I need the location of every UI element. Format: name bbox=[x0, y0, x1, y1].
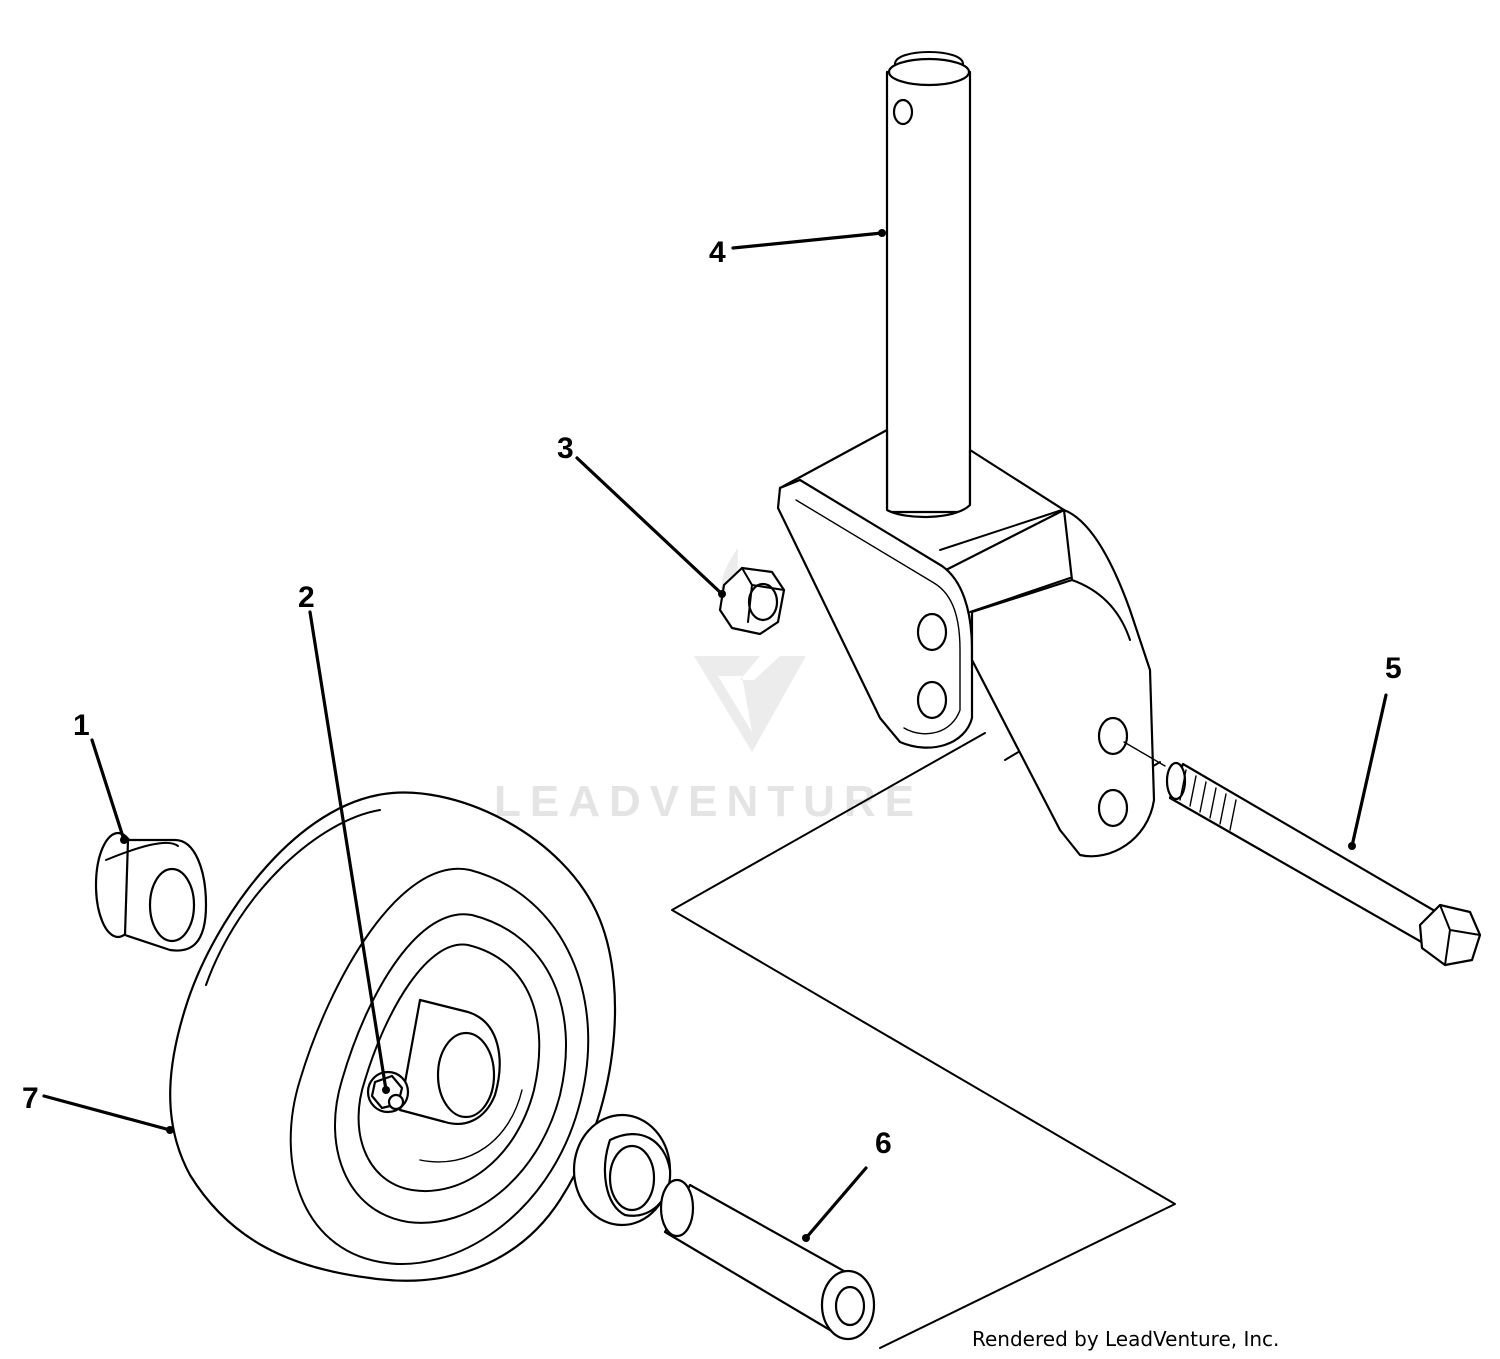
watermark-text: LEADVENTURE bbox=[494, 777, 923, 826]
fork-right-hole-upper bbox=[1097, 716, 1129, 756]
callout-labels: 1 2 3 4 5 6 7 bbox=[22, 236, 1402, 1160]
fork-top-plate bbox=[778, 428, 1066, 575]
fork-right-plate bbox=[970, 508, 1156, 858]
spindle-top bbox=[887, 57, 971, 87]
hub-bore bbox=[436, 1031, 496, 1119]
tire-sidewall bbox=[289, 867, 590, 1265]
rim-outer bbox=[334, 913, 567, 1224]
wheel-assembly bbox=[169, 791, 617, 1282]
callout-5: 5 bbox=[1385, 652, 1402, 685]
tire-outer bbox=[169, 791, 617, 1282]
leader-lines bbox=[42, 229, 1388, 1242]
callout-1: 1 bbox=[73, 709, 90, 742]
rim-inner bbox=[357, 943, 541, 1193]
bolt-threads bbox=[1179, 769, 1237, 831]
callout-6: 6 bbox=[875, 1127, 892, 1160]
spacer-tube bbox=[659, 1178, 876, 1341]
callout-4: 4 bbox=[709, 236, 726, 269]
hex-bolt bbox=[1165, 761, 1482, 967]
leader-4 bbox=[731, 231, 884, 250]
leader-7 bbox=[42, 1094, 172, 1132]
callout-3: 3 bbox=[557, 432, 574, 465]
leader-3 bbox=[575, 456, 724, 596]
callout-2: 2 bbox=[298, 581, 315, 614]
spindle-pin-hole bbox=[892, 98, 914, 126]
fork-spindle bbox=[885, 70, 972, 514]
caster-fork bbox=[776, 51, 1166, 858]
leader-1 bbox=[90, 738, 126, 842]
callout-7: 7 bbox=[22, 1082, 39, 1115]
leader-5 bbox=[1350, 693, 1388, 848]
bolt-shank bbox=[1168, 762, 1442, 946]
leader-2 bbox=[308, 610, 388, 1092]
tire-tread-edge bbox=[205, 809, 381, 986]
fork-left-hole-upper bbox=[916, 612, 948, 652]
flange-bushing bbox=[94, 831, 208, 952]
fork-right-hole-lower bbox=[1097, 788, 1129, 828]
fork-left-plate bbox=[776, 478, 974, 749]
leader-6 bbox=[804, 1166, 868, 1240]
flange-bushing-lower bbox=[572, 1113, 672, 1227]
lock-nut bbox=[718, 566, 786, 636]
bolt-tip bbox=[1165, 761, 1187, 801]
fork-left-hole-lower bbox=[916, 680, 948, 720]
render-credit: Rendered by LeadVenture, Inc. bbox=[972, 1327, 1279, 1351]
